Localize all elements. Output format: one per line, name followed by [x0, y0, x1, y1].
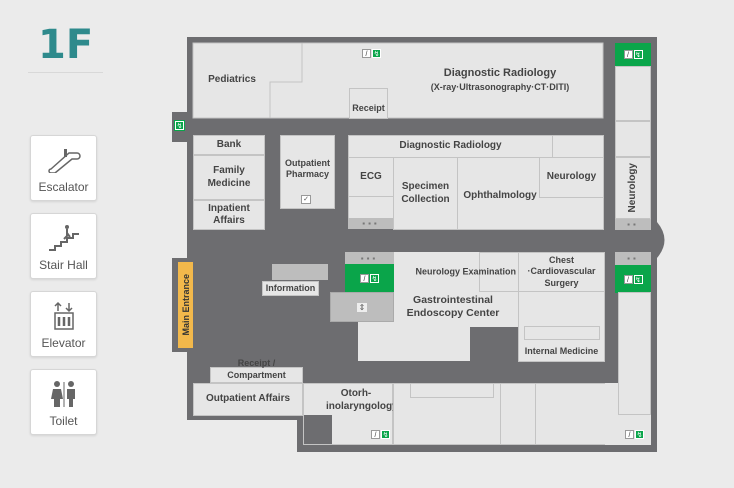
room-specimen-collection: Specimen Collection	[393, 157, 458, 230]
room-neurology-examination-box: Neurology Examination	[415, 252, 519, 292]
toilet-icon: ▪▪	[615, 219, 651, 230]
stairs-exit-center: /↯	[345, 264, 394, 292]
legend-label: Stair Hall	[39, 258, 88, 272]
legend-escalator[interactable]: Escalator	[30, 135, 97, 201]
room-inpatient-affairs: Inpatient Affairs	[193, 200, 265, 230]
pharmacy-icon: ✓	[301, 195, 311, 204]
room-outpatient-affairs: Outpatient Affairs	[193, 383, 303, 416]
room-family-medicine: Family Medicine	[193, 155, 265, 200]
room-label: Ophthalmology	[463, 190, 537, 202]
emergency-exit-icon: /↯	[371, 430, 390, 439]
room-blank	[615, 66, 651, 121]
emergency-exit-icon: /↯	[360, 273, 379, 283]
room-diagnostic-radiology-sub: (X-ray·Ultrasonography·CT·DITI)	[430, 82, 570, 92]
room-blank	[348, 196, 394, 219]
room-blank	[393, 383, 501, 445]
divider	[28, 72, 103, 73]
escalator-icon	[272, 264, 328, 272]
emergency-exit-icon: ↯	[174, 120, 185, 131]
information-desk[interactable]: Information	[262, 281, 319, 296]
room-neurology-examination: Neurology Examination	[415, 266, 516, 277]
room-blank	[552, 135, 604, 158]
room-neurology-right: Neurology	[615, 157, 651, 219]
room-gastrointestinal-endoscopy: Gastrointestinal Endoscopy Center	[406, 294, 500, 320]
elevator-icon: ⇕	[330, 292, 394, 322]
stairs-exit-ne: /↯	[615, 43, 651, 66]
toilet-icon: ▪▪▪	[345, 252, 394, 264]
room-gi-lower	[358, 326, 470, 361]
escalator-icon	[272, 272, 328, 280]
room-label: Neurology	[626, 163, 638, 213]
room-pediatrics: Pediatrics	[208, 74, 256, 85]
room-receipt: Receipt	[349, 88, 388, 119]
room-diagnostic-radiology-main: Diagnostic Radiology	[443, 67, 557, 79]
stairs-icon	[31, 222, 96, 254]
room-blank	[535, 383, 606, 445]
room-ecg: ECG	[348, 157, 394, 197]
legend-stair-hall[interactable]: Stair Hall	[30, 213, 97, 279]
legend-toilet[interactable]: Toilet	[30, 369, 97, 435]
legend-elevator[interactable]: Elevator	[30, 291, 97, 357]
toilet-icon	[31, 378, 96, 410]
emergency-exit-icon: /↯	[362, 49, 381, 58]
legend-label: Escalator	[38, 180, 89, 194]
room-label: Otorh-inolaryngology	[326, 388, 398, 412]
emergency-exit-icon: /↯	[623, 50, 643, 59]
legend-label: Elevator	[41, 336, 86, 350]
room-receipt-compartment: Receipt / Compartment	[210, 358, 303, 383]
room-label: Receipt / Compartment	[227, 358, 286, 380]
toilet-icon: ▪▪	[615, 252, 651, 265]
emergency-exit-icon: /↯	[625, 430, 644, 439]
room-neurology: Neurology	[539, 157, 604, 198]
room-blank	[500, 383, 536, 445]
main-entrance-label: Main Entrance	[180, 274, 191, 336]
partition	[524, 326, 600, 340]
stairs-exit-east: /↯	[615, 265, 651, 293]
room-chest-cardiovascular-surgery: Chest ·Cardiovascular Surgery	[518, 252, 605, 292]
room-outpatient-pharmacy: Outpatient Pharmacy	[280, 135, 335, 209]
emergency-exit-icon: /↯	[623, 274, 643, 284]
room-bank: Bank	[193, 135, 265, 155]
partition	[410, 383, 494, 398]
room-blank	[618, 292, 651, 415]
wall-block	[304, 415, 332, 444]
floor-label: 1F	[38, 22, 94, 68]
toilet-icon: ▪▪▪	[348, 218, 394, 229]
room-diagnostic-radiology: Diagnostic Radiology	[348, 135, 553, 158]
elevator-icon	[31, 300, 96, 332]
room-blank	[615, 121, 651, 157]
escalator-icon	[31, 144, 96, 176]
main-entrance[interactable]: Main Entrance	[178, 262, 193, 348]
legend-label: Toilet	[49, 414, 78, 428]
